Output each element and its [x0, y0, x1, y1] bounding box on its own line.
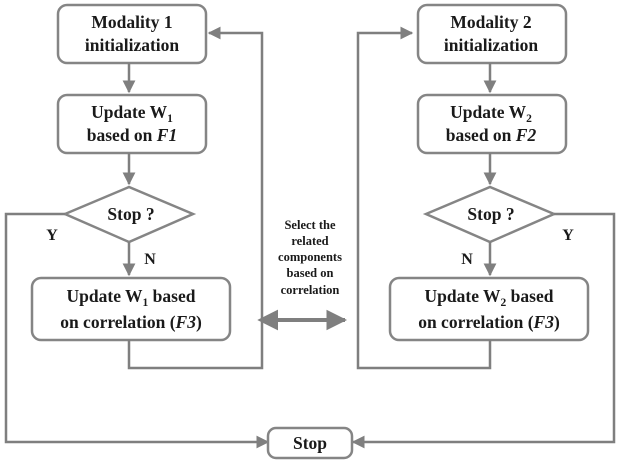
stop-box	[266, 426, 354, 460]
select-text-line5: correlation	[281, 283, 340, 297]
yes-to-stop-arrow-2	[351, 212, 616, 449]
decision-stop-1-label: Stop ?	[107, 204, 154, 224]
middle-link: Select the related components based on c…	[257, 218, 348, 331]
left-no-label: N	[144, 251, 156, 268]
decision-stop-1	[61, 185, 197, 244]
yes-to-stop-arrow-1	[4, 212, 270, 449]
loop-back-arrow-2	[356, 26, 492, 370]
select-text-line3: components	[278, 250, 342, 264]
select-text-line2: related	[291, 234, 328, 248]
update-w2-box	[416, 93, 568, 155]
modality-1-init-line1: Modality 1	[91, 12, 172, 32]
update-w1-box	[56, 93, 208, 155]
right-no-label: N	[461, 251, 473, 268]
modality-1-init-box	[56, 3, 208, 65]
update-w2-line2: based on F2	[446, 125, 537, 145]
update-w2-line1: Update W2	[450, 102, 532, 125]
right-flow: Modality 2 initialization Update W2 base…	[351, 3, 616, 449]
update-w1-corr-box	[30, 276, 232, 342]
update-w1-corr-line1: Update W1 based	[67, 286, 196, 309]
update-w1-line2: based on F1	[87, 125, 177, 145]
modality-1-init-line2: initialization	[85, 35, 180, 55]
left-yes-label: Y	[46, 227, 58, 244]
update-w2-corr-line1: Update W2 based	[425, 286, 554, 309]
update-w1-line1: Update W1	[91, 102, 173, 125]
decision-stop-2-label: Stop ?	[467, 204, 514, 224]
modality-2-init-line1: Modality 2	[450, 12, 531, 32]
left-flow: Modality 1 initialization Update W1 base…	[4, 3, 270, 449]
modality-2-init-line2: initialization	[444, 35, 539, 55]
right-yes-label: Y	[562, 227, 574, 244]
stop-label: Stop	[293, 433, 327, 453]
loop-back-arrow-1	[127, 26, 264, 370]
select-text-line4: based on	[287, 266, 334, 280]
update-w2-corr-line2: on correlation (F3)	[418, 312, 560, 332]
update-w1-corr-line2: on correlation (F3)	[60, 312, 202, 332]
modality-2-init-box	[416, 3, 568, 65]
select-text-line1: Select the	[284, 218, 335, 232]
